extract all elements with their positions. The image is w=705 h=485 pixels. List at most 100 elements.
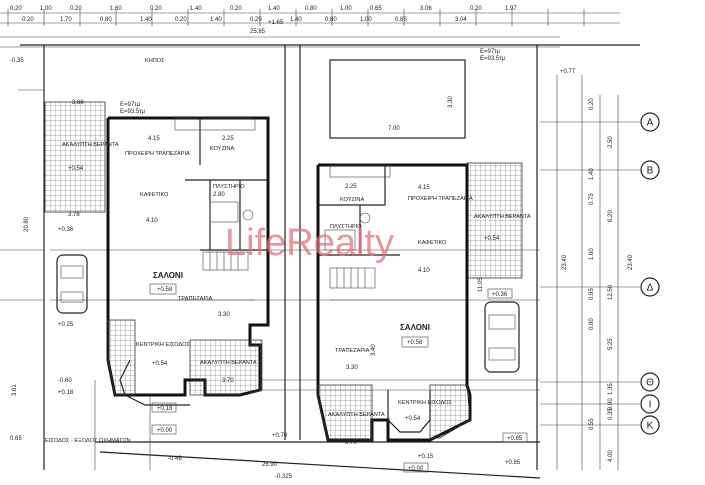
left-dim-415: 4.15 [148,136,160,142]
left-stairs [202,251,249,271]
right-dim-330: 3.30 [346,365,358,371]
level-far-left: 0.65 [10,436,22,442]
area-note-left: E=97τμ [120,102,141,108]
right-dim-label-2: 0.20 [589,98,595,110]
top-dim-label: 1.40 [190,6,202,12]
right-dim-label-2: 1.40 [589,168,595,180]
gate-label: ΕΙΣΟΔΟΣ - ΕΞΟΔΟΣ ΟΧΗΜΑΤΩΝ [45,438,131,444]
right-parked-car [484,301,520,373]
top-dim-label-2: 0.80 [100,17,112,23]
left-salon-level: +0.58 [157,287,173,293]
level-right-mid: +0.36 [492,292,508,298]
right-breakfast-label: ΠΡΟΧΕΙΡΗ ΤΡΑΠΕΖΑΡΙΑ [408,196,473,202]
right-dim-340: 3.40 [371,344,377,356]
axis-bubble-Β: Β [640,160,660,180]
left-dim-2080: 20.80 [24,216,30,232]
top-dim-label: 1.00 [340,6,352,12]
right-dim-370: 3.70 [345,440,357,446]
level-left-parking: +0.25 [58,322,74,328]
left-veranda-level: +0.54 [68,166,84,172]
right-bottom-veranda-hatch [317,384,373,441]
level-bottom-mid: -0.325 [275,474,293,480]
right-dim-label: 1.35 [608,383,614,395]
left-veranda-hatch [44,101,106,213]
left-laundry-box [209,201,239,223]
top-dim-label-2: 0.20 [250,17,262,23]
right-kitchen-counter [329,164,391,178]
top-dim-label: 1.00 [40,6,52,12]
axis-bubble-label: Β [647,166,654,177]
top-dim-label: 1.40 [268,6,280,12]
axis-bubble-label: Θ [646,378,654,389]
right-stairs [329,267,376,289]
level-bottom-left: -0.49 [168,456,182,462]
pool-outline [329,59,466,139]
axis-bubble-circle [640,160,660,180]
top-dim-label-2: 1.00 [360,17,372,23]
left-dim-225: 2.25 [222,136,234,142]
right-dim-415: 4.15 [418,185,430,191]
level-top-right: +0.77 [560,69,576,75]
right-dim-label-2: 0.55 [589,418,595,430]
axis-bubble-circle [640,394,660,414]
axis-bubble-circle [640,415,660,435]
axis-bubble-label: Ι [649,400,652,411]
right-side-hatch [429,384,471,439]
right-dim-label: 0.90 [608,398,614,410]
top-dim-label-2: 0.20 [22,17,34,23]
top-dim-label: 0.20 [150,6,162,12]
top-dim-label: 0.20 [70,6,82,12]
left-dim-378: 3.78 [68,212,80,218]
level-left-low1: -0.60 [58,378,72,384]
left-breakfast-label: ΠΡΟΧΕΙΡΗ ΤΡΑΠΕΖΑΡΙΑ [125,151,190,157]
right-salon-level: +0.58 [407,340,423,346]
pool-dim: 7.00 [388,126,400,132]
right-dining-label: ΤΡΑΠΕΖΑΡΙΑ [335,348,370,354]
right-dim-label-2: 0.80 [589,318,595,330]
area-note-top: E=97τμ [480,49,501,55]
top-dim-label-2: 0.80 [325,17,337,23]
level-left-low4-box [151,424,177,435]
left-kitchen-counter [174,117,256,131]
left-dim-280: 2.80 [213,192,225,198]
top-dim-label: 3.06 [420,6,432,12]
top-dimension-lines [0,9,620,48]
top-dim-label-2: 1.40 [290,17,302,23]
right-salon-label: ΣΑΛΟΝΙ [400,323,430,332]
garden-label: ΚΗΠΟΣ [145,58,165,64]
right-dim-label: 2.50 [608,136,614,148]
left-entrance-label: ΚΕΝΤΡΙΚΗ ΕΙΣΟΔΟΣ [136,342,190,348]
right-entrance-level: +0.54 [405,416,421,422]
level-left-low3: +0.18 [157,406,173,412]
right-dim-label: 0.35 [608,408,614,420]
right-laundry-box [324,229,356,251]
overall-top-dim: 25.85 [250,29,266,35]
left-cafe-label: ΚΑΦΕΤΙΚΟ [140,192,169,198]
left-bottom-veranda-hatch [189,339,263,396]
level-bottom-right2: +0.15 [418,454,434,460]
right-veranda-label: ΑΚΑΛΥΠΤΗ ΒΕΡΑΝΤΑ [474,214,531,220]
axis-bubble-Δ: Δ [640,277,660,297]
top-dim-label: 0.65 [370,6,382,12]
right-dim-225: 2.25 [345,184,357,190]
level-left-low4: +0.00 [157,428,173,434]
right-salon-level-box [401,336,429,348]
top-dim-label-2: 0.20 [175,17,187,23]
right-dims-2: 0.201.400.751.600.950.800.55 [589,98,595,430]
top-dim-label-2: 3.04 [455,17,467,23]
left-parked-car [56,254,88,314]
left-dim-410: 4.10 [146,218,158,224]
right-dim-410: 4.10 [418,268,430,274]
level-bottom-mid2: +0.70 [272,433,288,439]
top-dim-label: 0.80 [305,6,317,12]
area-note-left2: E=93.5τμ [120,109,146,115]
overall-right-dim: 23.40 [562,254,568,270]
left-dim-330: 3.30 [218,312,230,318]
right-dim-label: 5.25 [608,338,614,350]
right-cafe-label: ΚΑΦΕΤΙΚΟ [418,240,447,246]
right-dim-label: 12.50 [608,284,614,300]
left-entrance-hatch [107,319,136,396]
right-entrance-label: ΚΕΝΤΡΙΚΗ ΕΙΣΟΔΟΣ [398,400,452,406]
